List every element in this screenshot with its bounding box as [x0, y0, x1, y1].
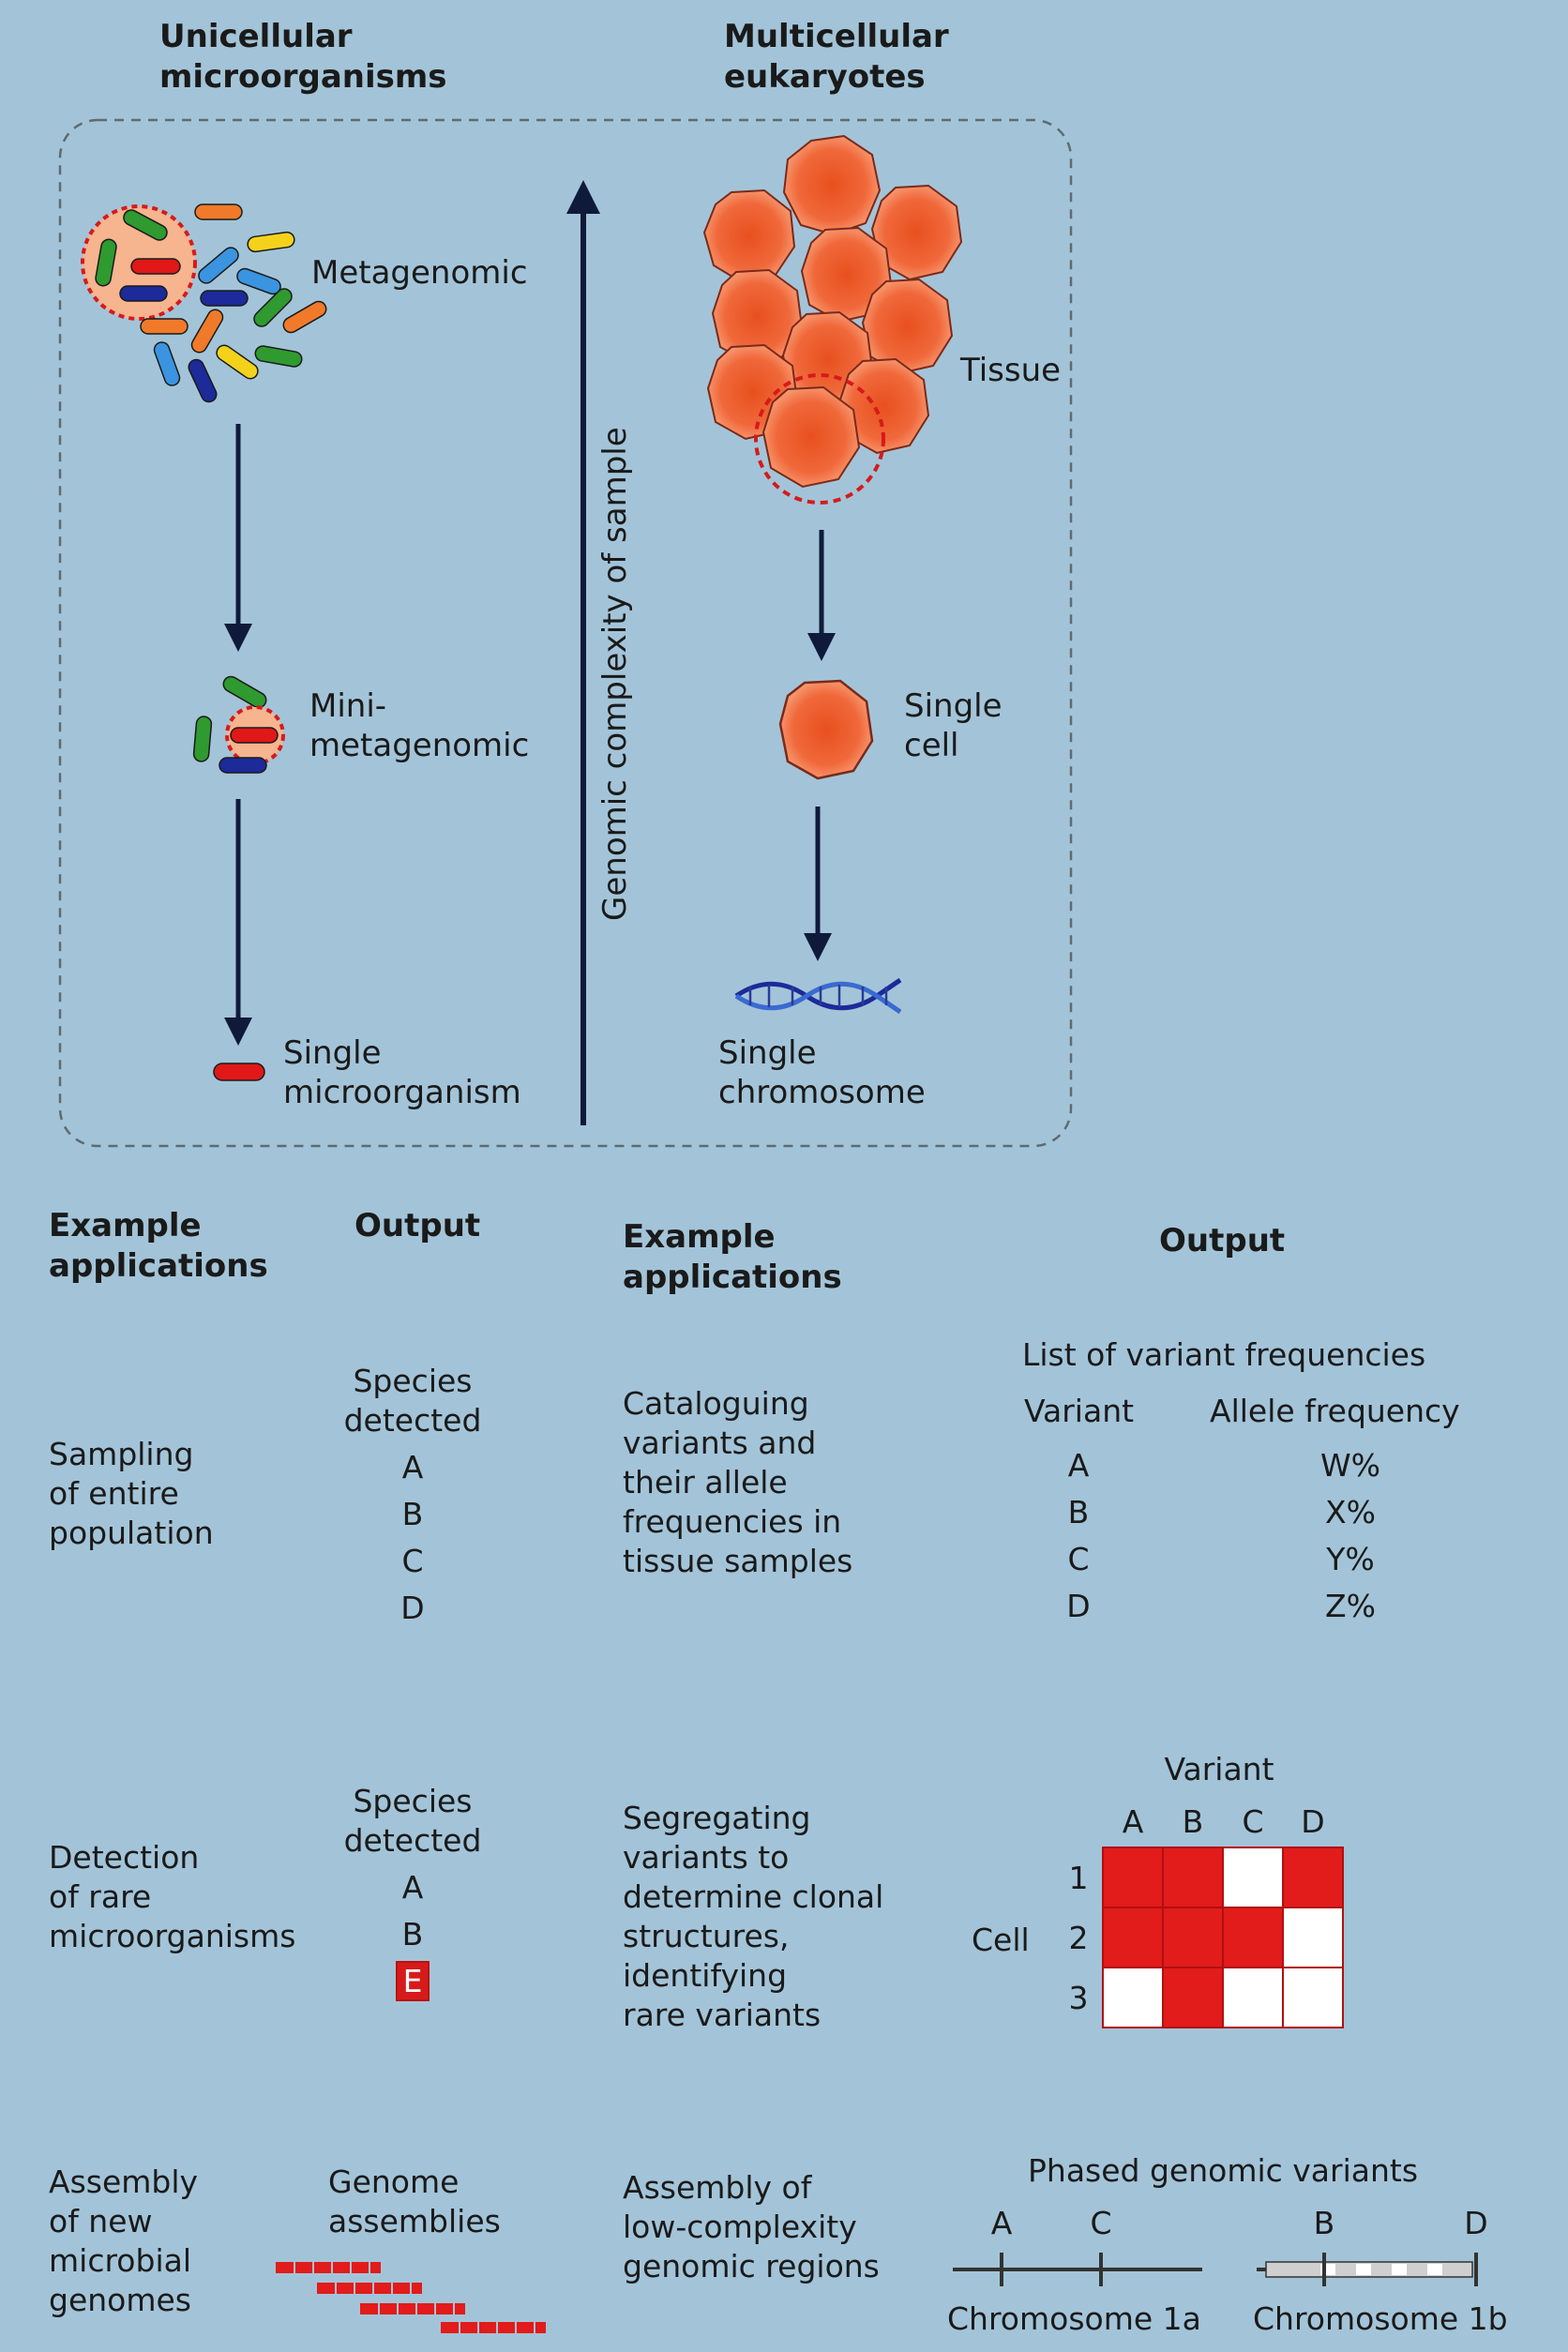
label-mini-metagenomic: Mini- metagenomic — [309, 687, 530, 764]
tissue-selection-circle — [754, 373, 885, 505]
phased-variants-title: Phased genomic variants — [1028, 2152, 1419, 2189]
chromosome-1b — [1257, 2253, 1478, 2286]
complexity-axis-label: Genomic complexity of sample — [596, 427, 634, 921]
matrix-col-d: D — [1301, 1803, 1325, 1840]
label-tissue: Tissue — [960, 352, 1062, 389]
variant-matrix — [1102, 1847, 1344, 2028]
chromosome-1a-label: Chromosome 1a — [947, 2300, 1201, 2337]
label-single-cell: Single cell — [904, 687, 1003, 764]
label-metagenomic: Metagenomic — [311, 254, 528, 292]
variant-column-header: Variant — [1024, 1393, 1135, 1429]
rare-species-badge: E — [395, 1961, 430, 2001]
matrix-cell — [1162, 1967, 1224, 2028]
frequency-item: W% — [1320, 1447, 1380, 1484]
matrix-title: Variant — [1164, 1751, 1274, 1787]
row3-left-output-title: Genome assemblies — [328, 2164, 501, 2239]
frequency-item: Y% — [1326, 1541, 1375, 1577]
genome-assembly-reads — [276, 2262, 546, 2333]
sample-box — [58, 118, 1073, 1148]
row1-left-output-title: Species detected — [343, 1363, 482, 1439]
single-microbe — [213, 1063, 265, 1081]
species-item: A — [401, 1869, 424, 1906]
matrix-row-3: 3 — [1068, 1980, 1089, 2016]
chrom-b-marker-b: B — [1313, 2205, 1335, 2241]
chrom-a-marker-a: A — [990, 2205, 1013, 2241]
matrix-cell — [1102, 1847, 1164, 1908]
frequency-item: X% — [1325, 1494, 1376, 1530]
matrix-row-label: Cell — [972, 1922, 1030, 1958]
row2-species-list: A B E — [375, 1864, 450, 2005]
frequency-list: W% X% Y% Z% — [1304, 1442, 1397, 1630]
chromosome-1b-label: Chromosome 1b — [1253, 2300, 1508, 2337]
header-example-applications-right: Example applications — [623, 1218, 842, 1296]
variant-item: D — [1066, 1588, 1091, 1624]
variant-list: A B C D — [1041, 1442, 1116, 1630]
chromosome-1a — [953, 2253, 1202, 2286]
frequency-column-header: Allele frequency — [1210, 1393, 1460, 1429]
row2-left-application: Detection of rare microorganisms — [49, 1839, 296, 1954]
mini-metagenomic-microbes — [192, 675, 285, 774]
matrix-cell — [1162, 1847, 1224, 1908]
variant-item: B — [1067, 1494, 1090, 1530]
metagenomic-microbes — [81, 204, 327, 403]
header-output-left: Output — [354, 1207, 481, 1244]
matrix-row-2: 2 — [1068, 1920, 1089, 1956]
row2-right-application: Segregating variants to determine clonal… — [623, 1800, 884, 2033]
matrix-cell — [1282, 1847, 1344, 1908]
row3-left-application: Assembly of new microbial genomes — [49, 2164, 199, 2318]
matrix-cell — [1222, 1847, 1284, 1908]
label-single-microorganism: Single microorganism — [283, 1034, 521, 1111]
row3-right-application: Assembly of low-complexity genomic regio… — [623, 2169, 880, 2284]
row1-left-application: Sampling of entire population — [49, 1436, 214, 1551]
row1-right-application: Cataloguing variants and their allele fr… — [623, 1385, 853, 1579]
tissue-cells — [702, 134, 963, 489]
label-single-chromosome: Single chromosome — [718, 1034, 926, 1111]
matrix-cell — [1222, 1967, 1284, 2028]
variant-item: A — [1067, 1447, 1090, 1484]
variant-item: C — [1067, 1541, 1090, 1577]
chrom-b-marker-d: D — [1464, 2205, 1488, 2241]
species-item: B — [401, 1916, 424, 1952]
species-item: B — [401, 1496, 424, 1532]
matrix-cell — [1222, 1907, 1284, 1968]
frequency-item: Z% — [1325, 1588, 1376, 1624]
matrix-cell — [1162, 1907, 1224, 1968]
right-column-title: Multicellular eukaryotes — [724, 18, 949, 96]
row1-right-output-title: List of variant frequencies — [1022, 1336, 1426, 1373]
species-item-rare: E — [375, 1958, 450, 2005]
matrix-col-c: C — [1242, 1803, 1264, 1840]
header-example-applications-left: Example applications — [49, 1207, 268, 1285]
left-column-title: Unicellular microorganisms — [159, 18, 447, 96]
species-item: A — [401, 1449, 424, 1485]
species-item: C — [401, 1543, 424, 1579]
header-output-right: Output — [1159, 1222, 1286, 1259]
row2-left-output-title: Species detected — [343, 1783, 482, 1859]
chrom-a-marker-c: C — [1090, 2205, 1112, 2241]
single-cell — [778, 679, 874, 780]
row1-species-list: A B C D — [375, 1444, 450, 1632]
matrix-col-b: B — [1182, 1803, 1204, 1840]
matrix-cell — [1102, 1967, 1164, 2028]
matrix-cell — [1102, 1907, 1164, 1968]
dna-helix-icon — [734, 977, 902, 1015]
matrix-row-1: 1 — [1068, 1860, 1089, 1896]
matrix-cell — [1282, 1907, 1344, 1968]
species-item: D — [400, 1590, 425, 1626]
matrix-col-a: A — [1122, 1803, 1144, 1840]
matrix-cell — [1282, 1967, 1344, 2028]
